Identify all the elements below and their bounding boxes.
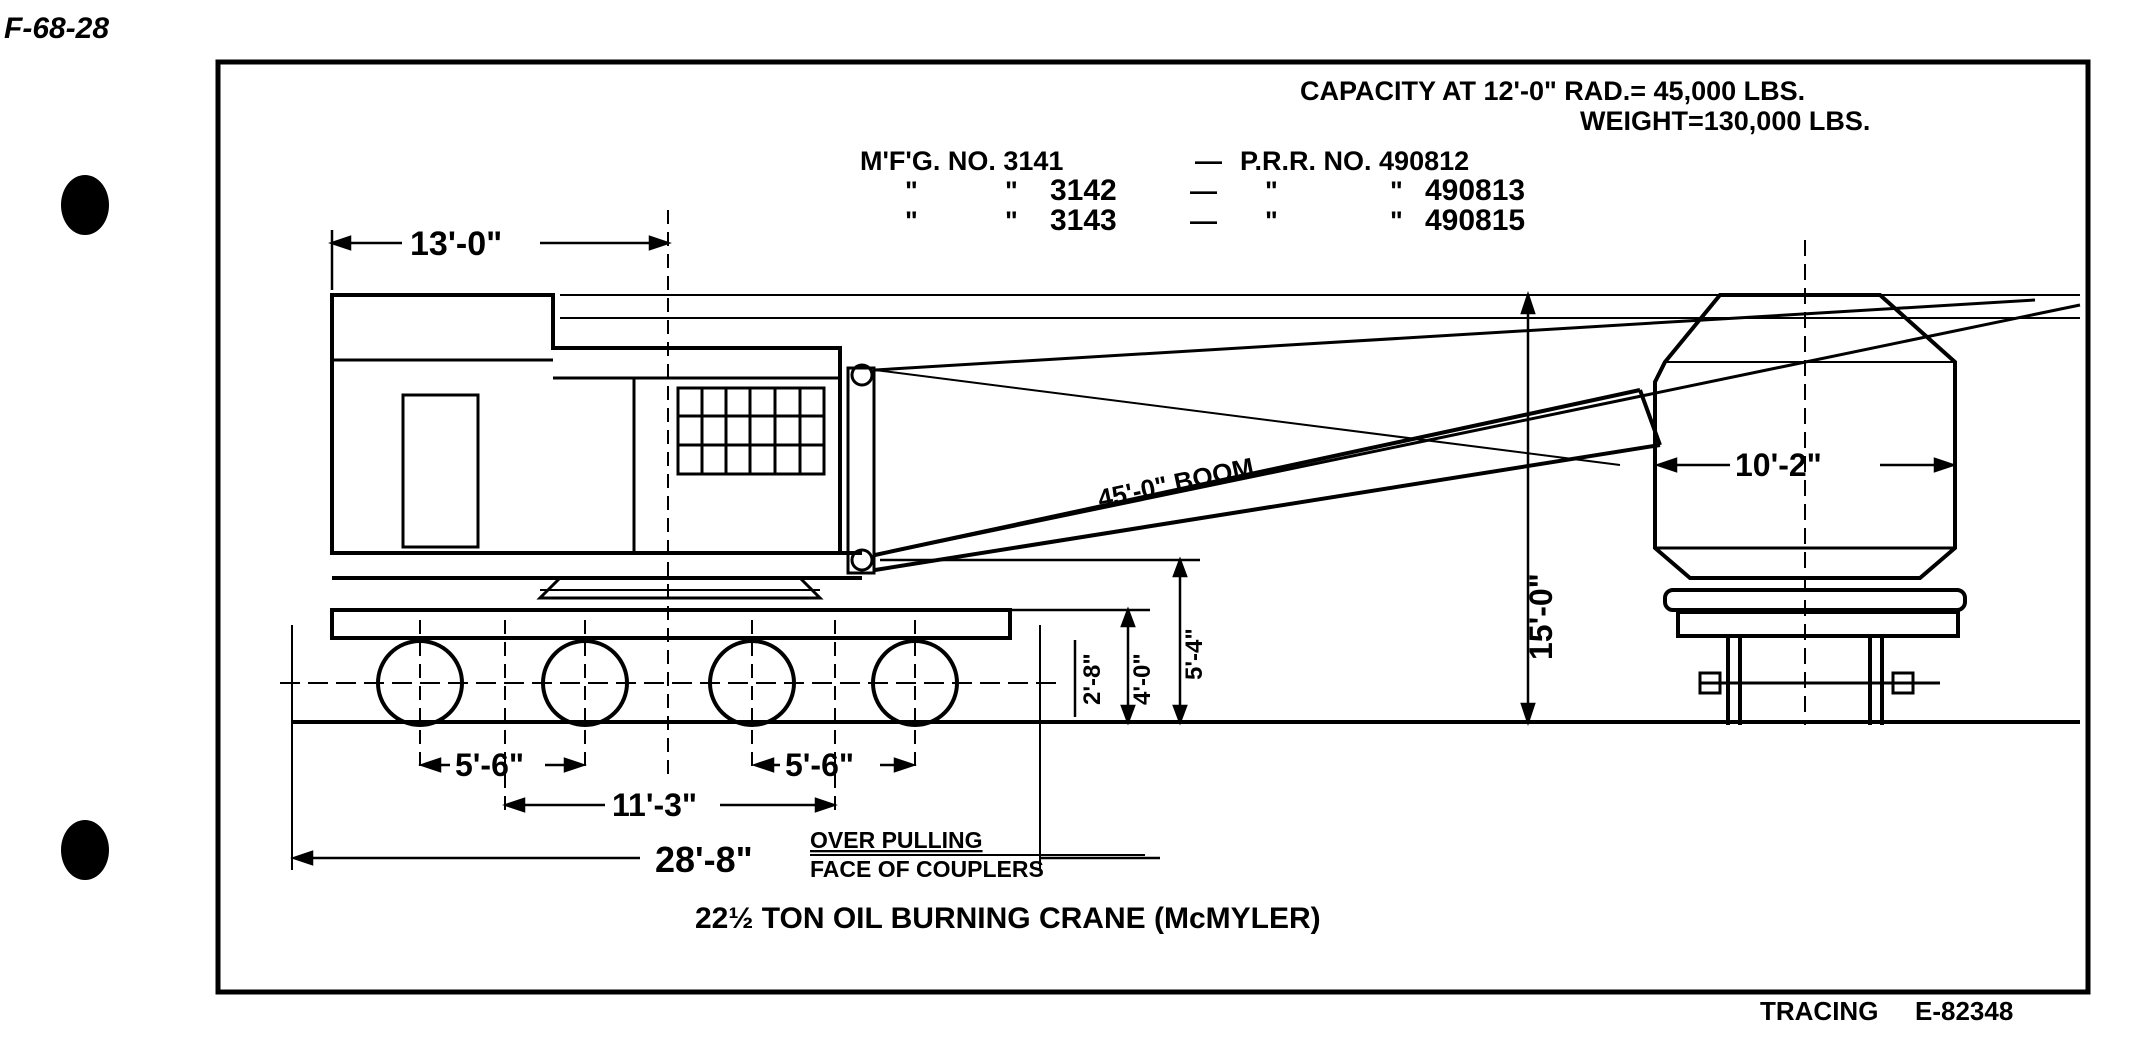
turntable	[536, 576, 824, 600]
overall-note-line-2: FACE OF COUPLERS	[810, 856, 1044, 882]
dim-overall-height: 15'-0"	[1523, 573, 1559, 660]
tracing-label: TRACING	[1760, 996, 1878, 1026]
side-elevation	[280, 210, 2081, 870]
dim-truck-centers: 11'-3"	[612, 787, 697, 823]
tracing-number: E-82348	[1915, 996, 2013, 1026]
capacity-spec: CAPACITY AT 12'-0" RAD.= 45,000 LBS.	[1300, 76, 1805, 106]
dim-axle-spacing-right: 5'-6"	[785, 747, 854, 783]
cab-door	[401, 393, 480, 549]
ditto-mark: "	[1265, 176, 1278, 206]
car-deck	[330, 608, 1012, 640]
end-turntable	[1663, 588, 1967, 612]
ditto-mark: "	[905, 206, 918, 236]
ditto-mark: "	[1265, 206, 1278, 236]
cab-body	[330, 293, 842, 555]
drawing-title: 22½ TON OIL BURNING CRANE (McMYLER)	[695, 902, 1321, 935]
end-elevation	[1653, 240, 1967, 725]
prr-number-header: P.R.R. NO. 490812	[1240, 146, 1469, 176]
punch-hole-top	[61, 175, 109, 235]
prr-number: 490815	[1425, 204, 1525, 237]
punch-hole-bottom	[61, 820, 109, 880]
dim-axle-spacing-left: 5'-6"	[455, 747, 524, 783]
dim-4-0: 4'-0"	[1129, 653, 1156, 705]
boom-mast	[846, 366, 876, 575]
mfg-number-header: M'F'G. NO. 3141	[860, 146, 1063, 176]
file-code: F-68-28	[4, 12, 109, 45]
dim-overall-length: 28'-8"	[655, 839, 753, 880]
row-dash: —	[1190, 206, 1217, 236]
dim-5-4: 5'-4"	[1181, 628, 1208, 680]
ditto-mark: "	[1390, 176, 1403, 206]
ditto-mark: "	[1390, 206, 1403, 236]
mfg-number: 3142	[1050, 174, 1117, 207]
ditto-mark: "	[1005, 206, 1018, 236]
weight-spec: WEIGHT=130,000 LBS.	[1580, 106, 1870, 136]
mfg-number: 3143	[1050, 204, 1117, 237]
dim-cab-length: 13'-0"	[410, 225, 502, 263]
row-dash: —	[1190, 176, 1217, 206]
header-dash: —	[1195, 146, 1222, 176]
dim-2-8: 2'-8"	[1079, 653, 1106, 705]
dim-body-width: 10'-2"	[1735, 447, 1822, 483]
boom	[874, 298, 2081, 572]
prr-number: 490813	[1425, 174, 1525, 207]
cab-window	[676, 386, 826, 476]
dimension-lines	[290, 230, 1957, 866]
drawing-border	[215, 59, 2091, 995]
overall-note-line-1: OVER PULLING	[810, 827, 983, 853]
ditto-mark: "	[1005, 176, 1018, 206]
boom-length-label: 45'-0" BOOM	[1095, 452, 1256, 514]
ditto-mark: "	[905, 176, 918, 206]
